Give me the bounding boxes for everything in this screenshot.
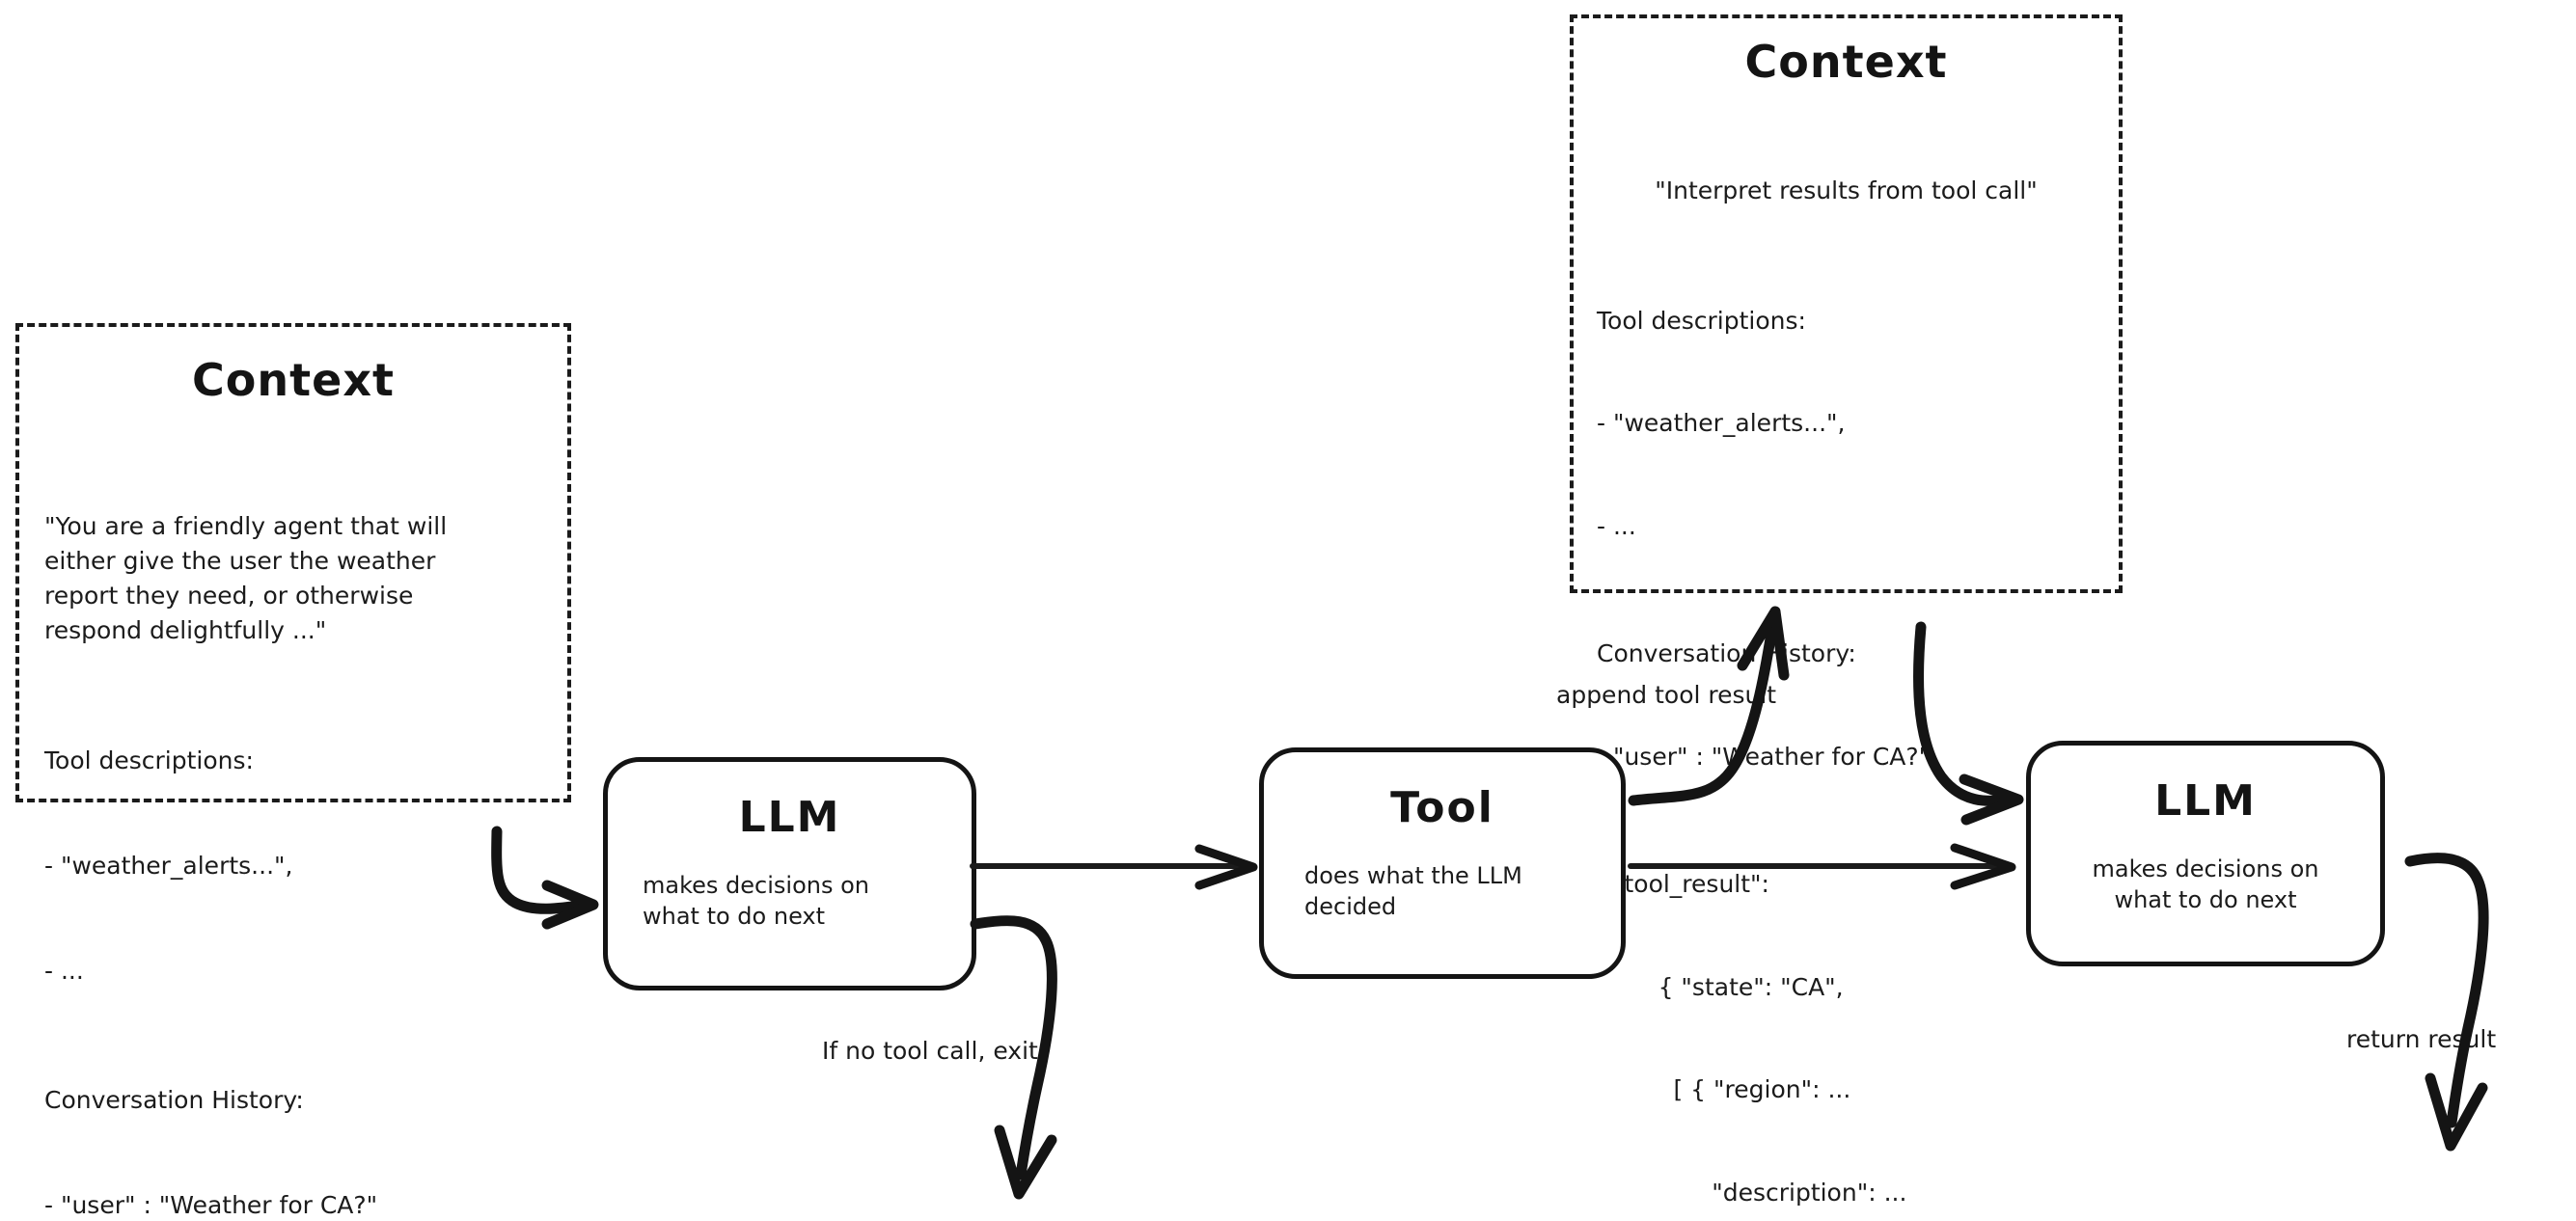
node-llm-first-subtitle: makes decisions on what to do next: [643, 872, 869, 930]
context-right-conversation-line-1: - "user" : "Weather for CA?": [1597, 742, 1931, 771]
node-llm-first-title: LLM: [738, 793, 841, 842]
arrow-llm-first-to-tool: [970, 844, 1258, 890]
context-left-body: "You are a friendly agent that will eith…: [44, 439, 542, 1221]
context-right-tools-heading: Tool descriptions:: [1597, 306, 1806, 335]
context-left-title: Context: [192, 354, 395, 406]
context-left-conversation-heading: Conversation History:: [44, 1086, 304, 1115]
context-left-tools-line-1: - "weather_alerts...",: [44, 851, 293, 880]
context-card-left: Context "You are a friendly agent that w…: [15, 323, 571, 1219]
node-tool[interactable]: Tool does what the LLM decided: [1259, 747, 1626, 979]
context-right-tool-result-label: - "tool_result":: [1597, 870, 1769, 898]
context-right-tool-result-line-1: { "state": "CA",: [1597, 972, 1844, 1001]
context-left-tools-heading: Tool descriptions:: [44, 746, 254, 774]
context-left-conversation-line-1: - "user" : "Weather for CA?": [44, 1191, 378, 1219]
context-right-conversation-heading: Conversation History:: [1597, 639, 1856, 667]
node-tool-title: Tool: [1390, 783, 1494, 832]
context-right-tool-result-line-2: [ { "region": ...: [1597, 1075, 1851, 1103]
context-right-tool-result-line-3: "description": ...: [1597, 1178, 1907, 1207]
context-left-tools-line-2: - ...: [44, 956, 84, 985]
node-llm-second[interactable]: LLM makes decisions on what to do next: [2026, 741, 2385, 966]
edge-label-append-tool-result: append tool result: [1556, 681, 1777, 709]
node-tool-subtitle: does what the LLM decided: [1304, 862, 1522, 920]
context-right-title: Context: [1744, 36, 1948, 88]
context-card-right: Context "Interpret results from tool cal…: [1570, 14, 2123, 1207]
edge-label-if-no-tool-call-exit: If no tool call, exit: [822, 1037, 1038, 1065]
context-right-tools-line-1: - "weather_alerts...",: [1597, 409, 1846, 437]
edge-label-return-result: return result: [2346, 1025, 2497, 1053]
arrow-llm-second-return: [2404, 853, 2489, 1152]
context-left-system-prompt: "You are a friendly agent that will eith…: [44, 511, 448, 645]
context-right-system-prompt: "Interpret results from tool call": [1655, 176, 2038, 204]
node-llm-first[interactable]: LLM makes decisions on what to do next: [603, 757, 976, 990]
node-llm-second-title: LLM: [2154, 776, 2257, 826]
node-llm-second-subtitle: makes decisions on what to do next: [2092, 855, 2319, 913]
context-right-tools-line-2: - ...: [1597, 511, 1636, 540]
context-right-body: "Interpret results from tool call" Tool …: [1597, 105, 2096, 1221]
